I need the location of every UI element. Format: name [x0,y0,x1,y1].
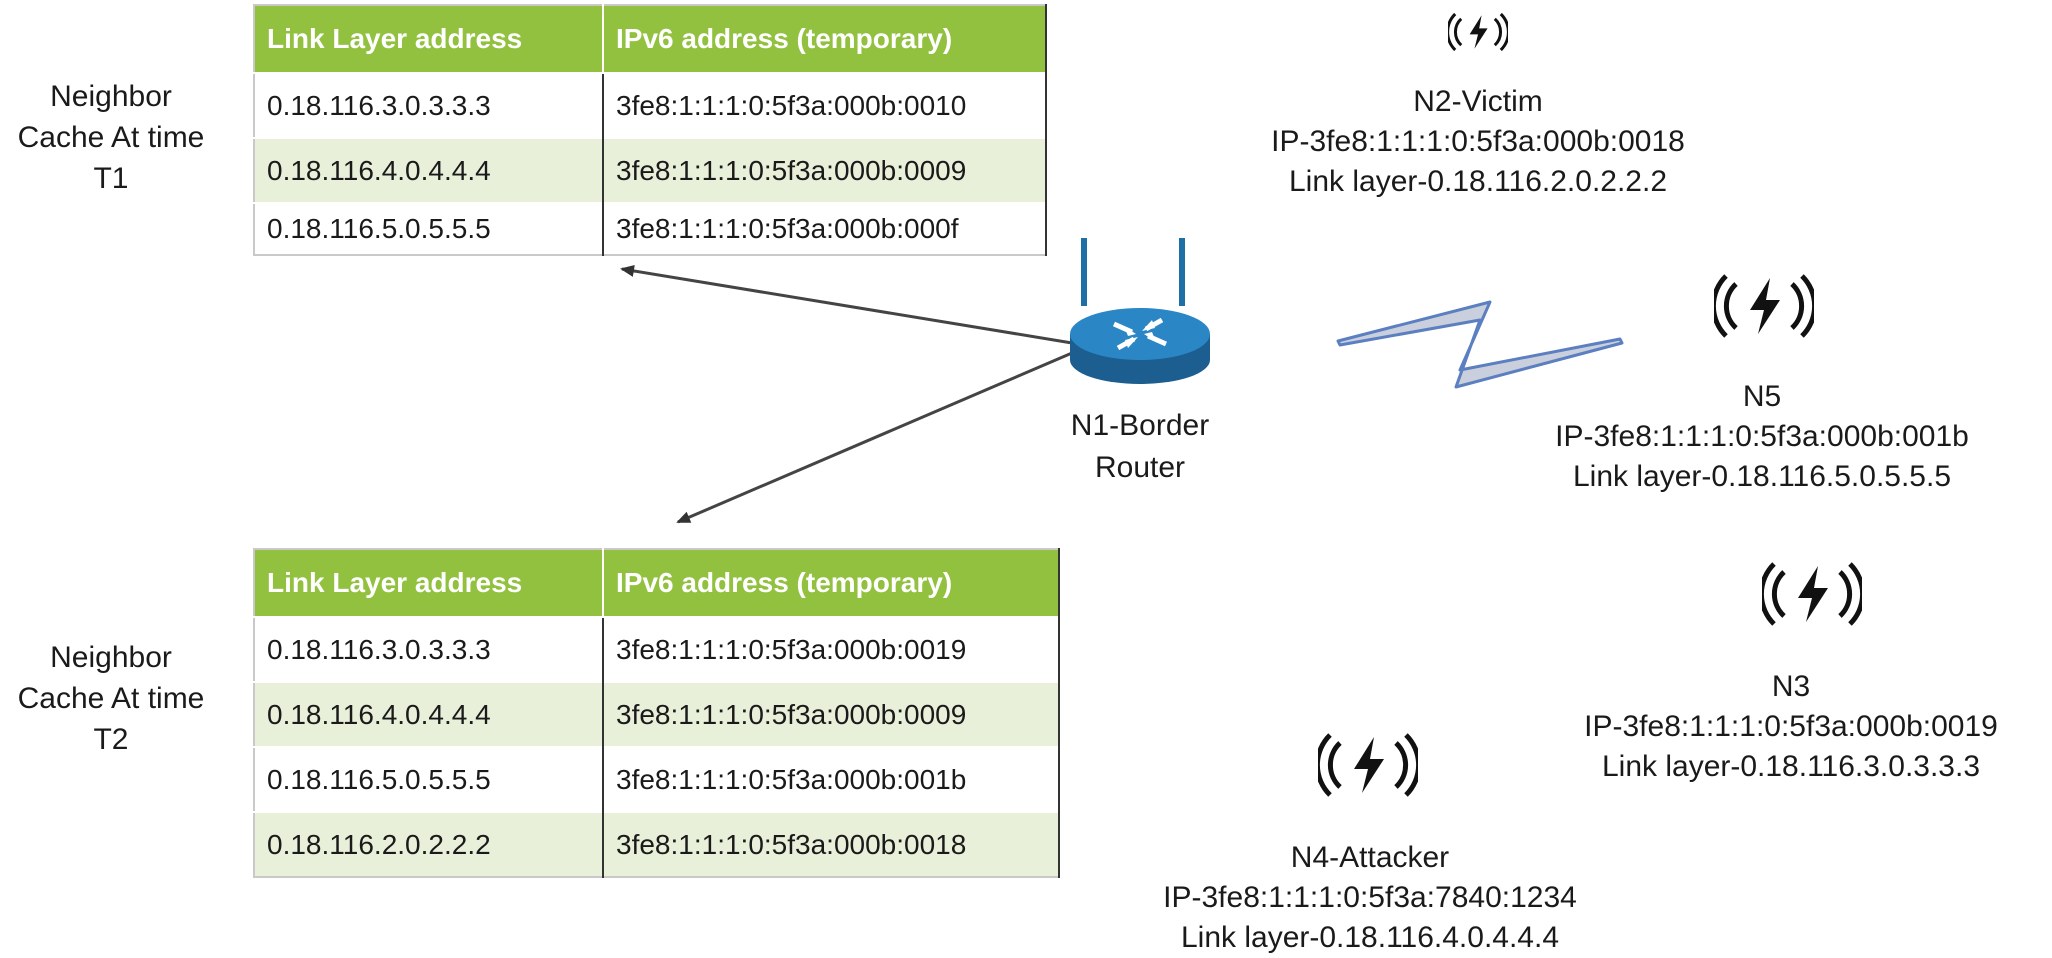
arrow-to-cache-t2 [676,351,1073,524]
neighbor-cache-table-t1: Link Layer address IPv6 address (tempora… [253,4,1047,256]
link-layer-cell: 0.18.116.2.0.2.2.2 [254,811,604,877]
table-row: 0.18.116.4.0.4.4.4 3fe8:1:1:1:0:5f3a:000… [254,137,1047,203]
link-layer-cell: 0.18.116.5.0.5.5.5 [254,746,604,812]
node-label-n3: N3 IP-3fe8:1:1:1:0:5f3a:000b:0019 Link l… [1584,670,1998,783]
ipv6-cell: 3fe8:1:1:1:0:5f3a:000b:0010 [603,72,1047,138]
node-label-n2-victim: N2-Victim IP-3fe8:1:1:1:0:5f3a:000b:0018… [1271,85,1685,198]
link-layer-cell: 0.18.116.4.0.4.4.4 [254,137,604,203]
node-label-n5: N5 IP-3fe8:1:1:1:0:5f3a:000b:001b Link l… [1555,380,1969,493]
wireless-link-bolt [1336,300,1624,389]
table-row: 0.18.116.2.0.2.2.2 3fe8:1:1:1:0:5f3a:000… [254,811,1060,877]
router-label: N1-Border Router [1070,409,1210,484]
node-label-n4-attacker: N4-Attacker IP-3fe8:1:1:1:0:5f3a:7840:12… [1163,841,1577,954]
ipv6-cell: 3fe8:1:1:1:0:5f3a:000b:000f [603,202,1047,255]
ipv6-cell: 3fe8:1:1:1:0:5f3a:000b:0019 [603,616,1060,682]
wireless-node-icon [1714,274,1814,338]
cache-label-t2: Neighbor Cache At time T2 [17,641,205,756]
table-header-row: Link Layer address IPv6 address (tempora… [254,549,1060,617]
neighbor-cache-table-t2: Link Layer address IPv6 address (tempora… [253,548,1060,878]
ipv6-cell: 3fe8:1:1:1:0:5f3a:000b:0009 [603,681,1060,747]
router-icon [1070,238,1210,384]
ipv6-cell: 3fe8:1:1:1:0:5f3a:000b:0018 [603,811,1060,877]
ipv6-cell: 3fe8:1:1:1:0:5f3a:000b:0009 [603,137,1047,203]
link-layer-cell: 0.18.116.4.0.4.4.4 [254,681,604,747]
column-header-ipv6: IPv6 address (temporary) [603,549,1060,617]
cache-label-t1: Neighbor Cache At time T1 [17,80,205,195]
table-row: 0.18.116.5.0.5.5.5 3fe8:1:1:1:0:5f3a:000… [254,202,1047,255]
link-layer-cell: 0.18.116.3.0.3.3.3 [254,616,604,682]
table-row: 0.18.116.4.0.4.4.4 3fe8:1:1:1:0:5f3a:000… [254,681,1060,747]
column-header-link-layer: Link Layer address [254,5,604,73]
wireless-node-icon [1762,562,1862,626]
table-row: 0.18.116.3.0.3.3.3 3fe8:1:1:1:0:5f3a:000… [254,72,1047,138]
link-layer-cell: 0.18.116.3.0.3.3.3 [254,72,604,138]
table-row: 0.18.116.3.0.3.3.3 3fe8:1:1:1:0:5f3a:000… [254,616,1060,682]
table-row: 0.18.116.5.0.5.5.5 3fe8:1:1:1:0:5f3a:000… [254,746,1060,812]
column-header-link-layer: Link Layer address [254,549,604,617]
arrow-to-cache-t1 [620,265,1073,345]
wireless-node-icon [1318,733,1418,797]
table-header-row: Link Layer address IPv6 address (tempora… [254,5,1047,73]
link-layer-cell: 0.18.116.5.0.5.5.5 [254,202,604,255]
wireless-node-icon [1448,12,1508,52]
column-header-ipv6: IPv6 address (temporary) [603,5,1047,73]
ipv6-cell: 3fe8:1:1:1:0:5f3a:000b:001b [603,746,1060,812]
